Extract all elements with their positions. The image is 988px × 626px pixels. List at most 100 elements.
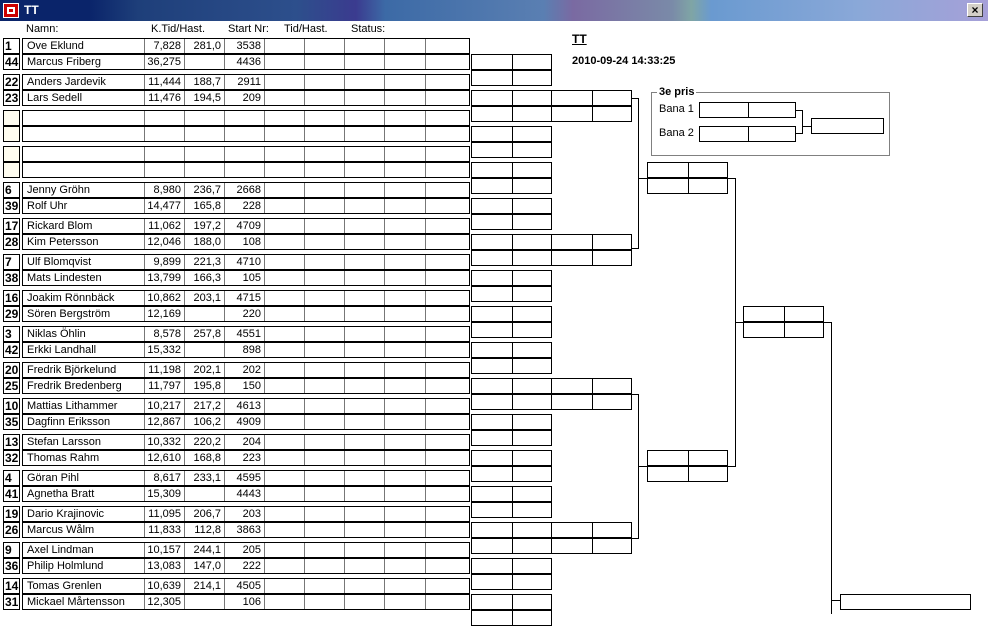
third-place-lane2-box[interactable] (699, 126, 796, 142)
final-box[interactable] (743, 322, 824, 338)
seed-number: 10 (3, 398, 20, 414)
round1-result-box[interactable] (471, 198, 552, 214)
name: Philip Holmlund (23, 559, 145, 573)
round1-result-box[interactable] (471, 106, 552, 122)
name: Stefan Larsson (23, 435, 145, 449)
start-number-cell: 3863 (225, 523, 265, 537)
round1-result-box[interactable] (471, 214, 552, 230)
round1-result-box[interactable] (471, 178, 552, 194)
header-name: Namn: (26, 23, 59, 35)
close-button[interactable]: × (967, 3, 983, 17)
round1-result-box[interactable] (471, 250, 552, 266)
round1-result-box[interactable] (471, 450, 552, 466)
result-cell (385, 75, 426, 89)
round1-result-box[interactable] (471, 70, 552, 86)
round1-result-box[interactable] (471, 126, 552, 142)
round1-result-box[interactable] (471, 430, 552, 446)
round1-result-box[interactable] (471, 234, 552, 250)
result-cell (426, 127, 467, 141)
round1-result-box[interactable] (471, 358, 552, 374)
third-place-winner-box[interactable] (811, 118, 884, 134)
semifinal-box[interactable] (647, 178, 728, 194)
table-row[interactable] (22, 110, 470, 126)
table-row[interactable] (22, 162, 470, 178)
quarterfinal-box[interactable] (551, 378, 632, 394)
round1-result-box[interactable] (471, 610, 552, 626)
tid-cell (265, 543, 305, 557)
quarterfinal-box[interactable] (551, 522, 632, 538)
round1-result-box[interactable] (471, 54, 552, 70)
quarterfinal-box[interactable] (551, 234, 632, 250)
quarterfinal-box[interactable] (551, 538, 632, 554)
round1-result-box[interactable] (471, 538, 552, 554)
start-number-cell: 4436 (225, 55, 265, 69)
round1-result-box[interactable] (471, 414, 552, 430)
round1-result-box[interactable] (471, 486, 552, 502)
result-cell (426, 471, 467, 485)
round1-result-box[interactable] (471, 594, 552, 610)
round1-result-box[interactable] (471, 286, 552, 302)
ktid-cell (145, 163, 185, 177)
semifinal-box[interactable] (647, 450, 728, 466)
round1-result-box[interactable] (471, 378, 552, 394)
final-box[interactable] (743, 306, 824, 322)
quarterfinal-box[interactable] (551, 250, 632, 266)
result-cell (385, 127, 426, 141)
status-cell (345, 55, 385, 69)
result-cell (385, 291, 426, 305)
round1-result-box[interactable] (471, 270, 552, 286)
quarterfinal-box[interactable] (551, 106, 632, 122)
round1-result-box[interactable] (471, 306, 552, 322)
round1-result-box[interactable] (471, 322, 552, 338)
round1-result-box[interactable] (471, 342, 552, 358)
table-row[interactable] (22, 126, 470, 142)
speed-cell: 106,2 (185, 415, 225, 429)
round1-result-box[interactable] (471, 466, 552, 482)
semifinal-box[interactable] (647, 162, 728, 178)
result-cell (385, 327, 426, 341)
round1-result-box[interactable] (471, 142, 552, 158)
round1-result-box[interactable] (471, 522, 552, 538)
round1-result-box[interactable] (471, 558, 552, 574)
round1-result-box[interactable] (471, 162, 552, 178)
winner-box[interactable] (840, 594, 971, 610)
quarterfinal-box[interactable] (551, 90, 632, 106)
round1-result-box[interactable] (471, 502, 552, 518)
tid-cell (265, 471, 305, 485)
round1-result-box[interactable] (471, 90, 552, 106)
table-row[interactable] (22, 146, 470, 162)
quarterfinal-box[interactable] (551, 394, 632, 410)
result-cell (385, 39, 426, 53)
round1-result-box[interactable] (471, 574, 552, 590)
round1-result-box[interactable] (471, 394, 552, 410)
semifinal-box[interactable] (647, 466, 728, 482)
